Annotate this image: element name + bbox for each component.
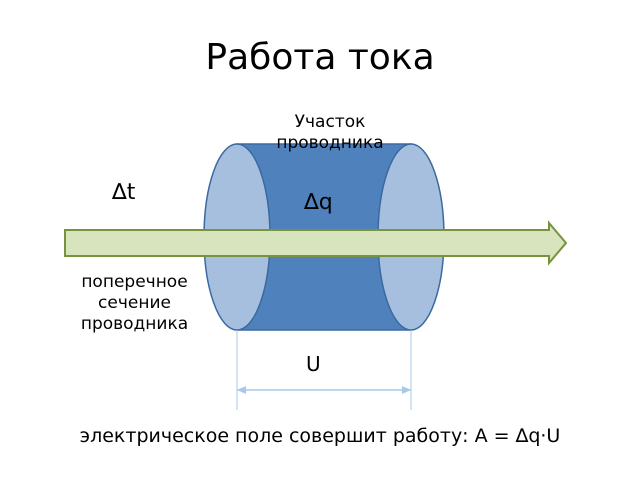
current-arrow bbox=[64, 220, 568, 266]
delta-t-label: ∆t bbox=[112, 180, 136, 205]
voltage-label: U bbox=[306, 352, 321, 376]
segment-label: Участок проводника bbox=[276, 112, 384, 153]
work-formula-text: электрическое поле совершит работу: A = … bbox=[79, 425, 561, 447]
dimension-arrowhead-right bbox=[402, 386, 411, 394]
delta-q-label: ∆q bbox=[304, 190, 333, 215]
cross-section-label: поперечное сечение проводника bbox=[80, 272, 189, 334]
dimension-arrowhead-left bbox=[237, 386, 246, 394]
slide-title: Работа тока bbox=[205, 37, 435, 78]
